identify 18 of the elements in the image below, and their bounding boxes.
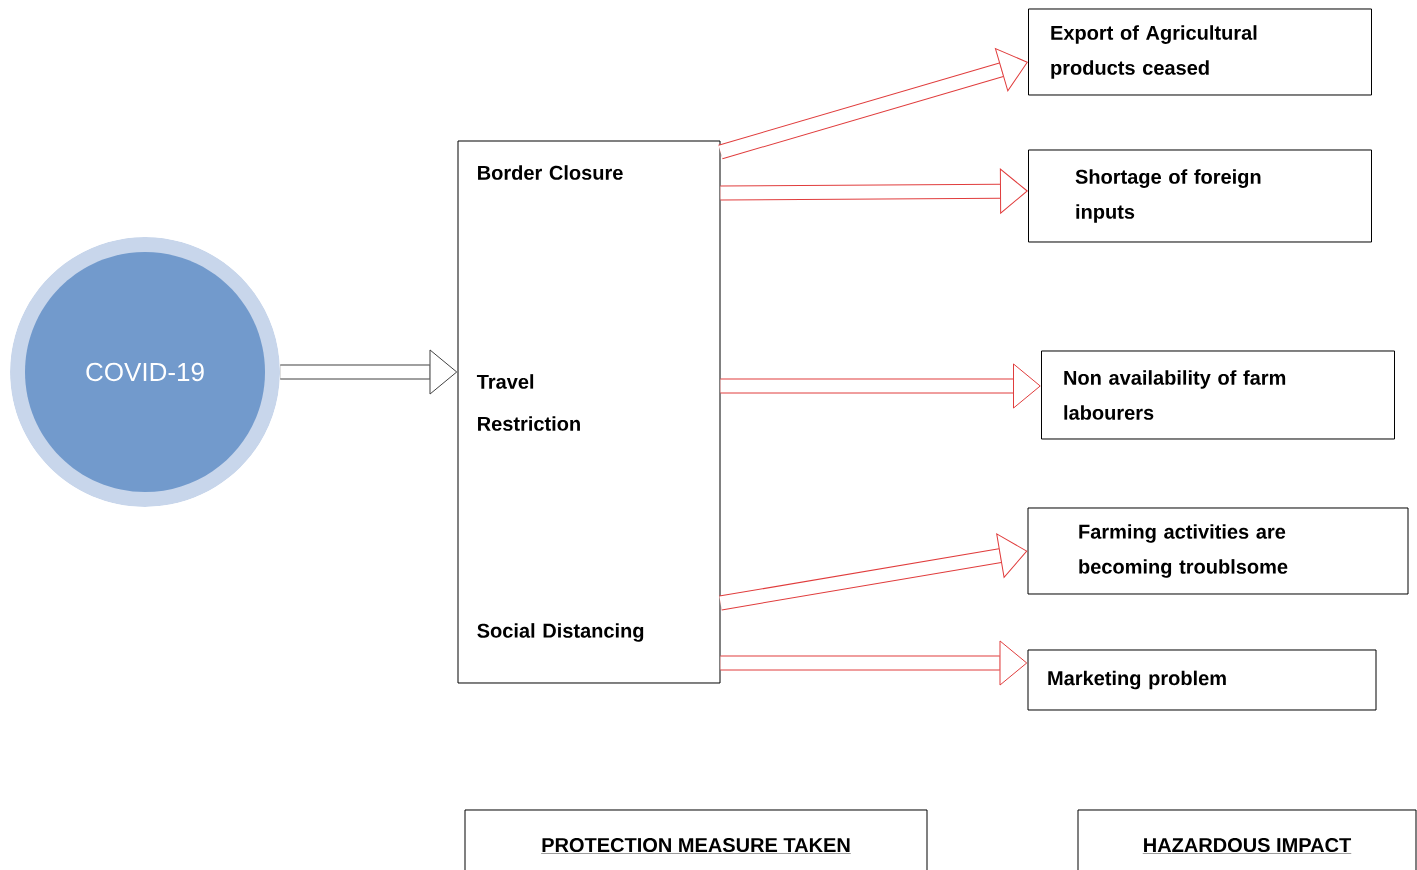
block-arrow	[719, 533, 1028, 611]
block-arrow	[720, 640, 1028, 686]
impact-box: Marketing problem	[1027, 649, 1377, 711]
impact-box: Farming activities are becoming troublsome	[1027, 507, 1409, 595]
block-arrow	[720, 363, 1041, 409]
impact-box: Export of Agricultural products ceased	[1028, 8, 1372, 96]
measures-box	[457, 140, 721, 684]
block-arrow	[280, 349, 458, 395]
measure-text: Border Closure	[478, 165, 623, 180]
heading-box: HAZARDOUS IMPACT	[1077, 809, 1417, 870]
heading-box: PROTECTION MEASURE TAKEN	[464, 809, 928, 870]
block-arrow	[718, 48, 1028, 160]
measure-text: Social Distancing	[477, 623, 644, 642]
block-arrow	[720, 168, 1028, 214]
impact-box: Non availability of farm labourers	[1041, 350, 1395, 440]
measure-text: Travel Restriction	[476, 374, 580, 431]
circle-node: COVID-19	[10, 237, 280, 507]
impact-box: Shortage of foreign inputs	[1028, 149, 1372, 243]
